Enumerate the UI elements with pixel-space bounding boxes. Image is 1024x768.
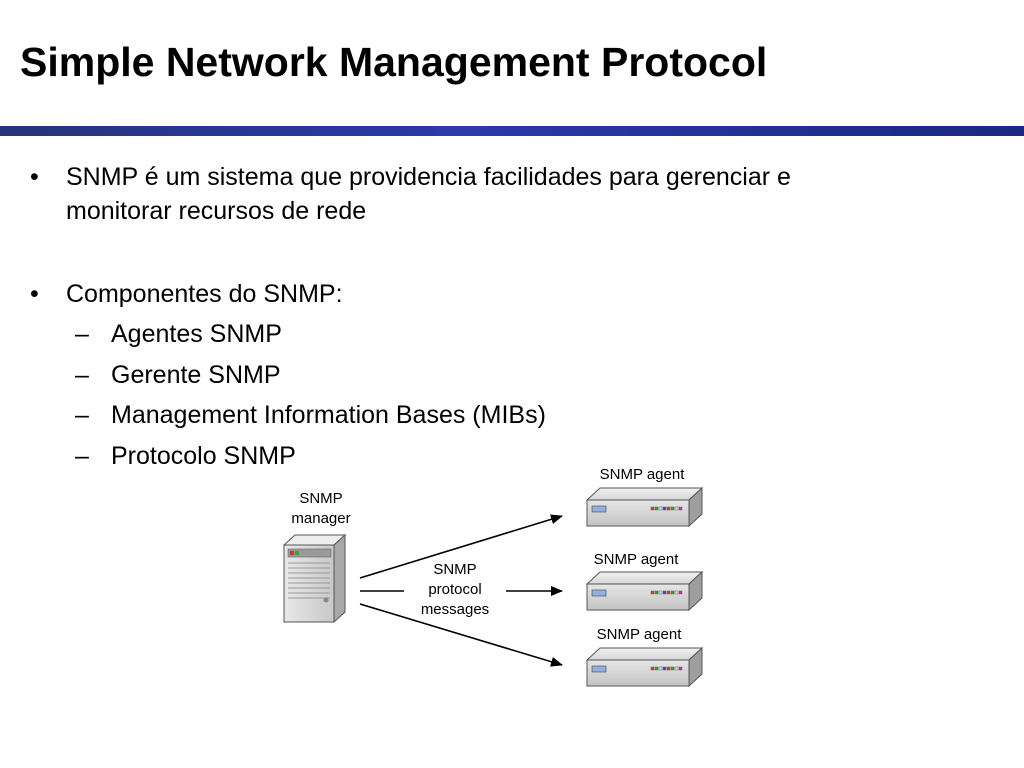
manager-label: SNMP manager <box>280 489 362 529</box>
messages-label-line-1: SNMP <box>433 561 477 578</box>
server-tower-icon <box>282 533 347 624</box>
bullet-1-line-1: SNMP é um sistema que providencia facili… <box>66 163 791 191</box>
dash-marker: – <box>75 320 89 348</box>
messages-label-line-2: protocol <box>428 581 482 598</box>
bullet-marker: • <box>30 163 39 191</box>
subitem-mibs: Management Information Bases (MIBs) <box>111 401 546 429</box>
messages-label: SNMP protocol messages <box>405 560 505 620</box>
agent-label-2: SNMP agent <box>593 551 679 568</box>
network-device-icon <box>585 646 704 688</box>
messages-label-line-3: messages <box>420 601 490 618</box>
title-underline-bar <box>0 126 1024 136</box>
manager-label-line-2: manager <box>291 510 351 527</box>
network-device-icon <box>585 486 704 528</box>
arrow-to-agent-1 <box>359 514 563 579</box>
subitem-gerente: Gerente SNMP <box>111 361 281 389</box>
slide-title: Simple Network Management Protocol <box>20 39 768 85</box>
subitem-protocolo: Protocolo SNMP <box>111 442 296 470</box>
bullet-list: • SNMP é um sistema que providencia faci… <box>30 163 791 470</box>
bullet-marker: • <box>30 280 39 308</box>
agent-label-1: SNMP agent <box>599 466 685 483</box>
agent-label-3: SNMP agent <box>596 626 682 643</box>
dash-marker: – <box>75 442 89 470</box>
bullet-1-line-2: monitorar recursos de rede <box>66 197 367 225</box>
arrow-to-agent-3 <box>359 603 563 667</box>
manager-label-line-1: SNMP <box>299 490 343 507</box>
protocol-arrows <box>359 514 563 667</box>
network-device-icon <box>585 570 704 612</box>
dash-marker: – <box>75 401 89 429</box>
subitem-agentes: Agentes SNMP <box>111 320 282 348</box>
bullet-2-text: Componentes do SNMP: <box>66 280 343 308</box>
dash-marker: – <box>75 361 89 389</box>
